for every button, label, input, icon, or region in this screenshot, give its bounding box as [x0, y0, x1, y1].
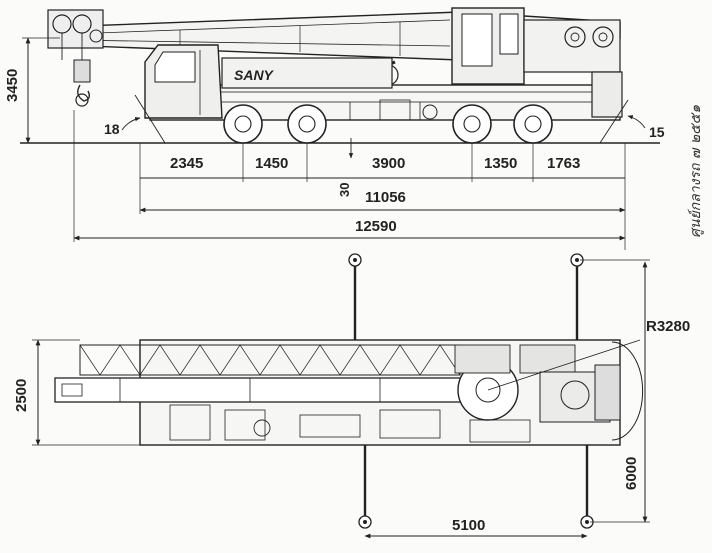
handwritten-note: ศูนย์กลางรถ ๗ ๒๕๕๑	[687, 105, 704, 238]
ground-clearance-label: 30	[337, 183, 352, 197]
swing-radius-label: R3280	[646, 318, 690, 335]
wheelbase-total-label: 11056	[365, 189, 406, 206]
height-dimension: 3450	[4, 69, 21, 102]
spacing-1: 2345	[170, 155, 203, 172]
boom-head	[47, 9, 104, 107]
spacing-4: 1350	[484, 155, 517, 172]
side-view: SANY 3450 1	[4, 7, 665, 250]
outriggers	[348, 253, 594, 529]
top-view: R3280 2500 6000 5100	[13, 253, 690, 539]
wheels	[223, 104, 553, 144]
overall-length-label: 12590	[355, 218, 397, 235]
spacing-2: 1450	[255, 155, 288, 172]
width-dimension: 2500	[13, 379, 30, 412]
superstructure: SANY	[221, 7, 623, 118]
outrigger-spread-label: 5100	[452, 517, 485, 534]
carrier-cab	[144, 44, 223, 119]
outrigger-span-label: 6000	[623, 457, 640, 490]
departure-angle-label: 15	[649, 124, 665, 140]
brand-logo: SANY	[234, 67, 275, 83]
approach-angle-label: 18	[104, 121, 120, 137]
hook-icon	[77, 84, 91, 102]
spacing-3: 3900	[372, 155, 405, 172]
spacing-5: 1763	[547, 155, 580, 172]
top-boom	[54, 344, 476, 403]
